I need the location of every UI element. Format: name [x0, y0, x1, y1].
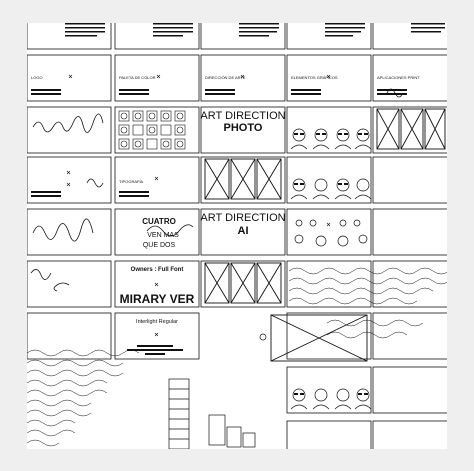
- slide-label-paleta: PALETA DE COLOR: [119, 75, 156, 80]
- slide-crate-frames[interactable]: [372, 106, 447, 154]
- slide-direccion-arte[interactable]: [200, 54, 286, 102]
- slide-signature-large[interactable]: [27, 208, 112, 256]
- slide-card[interactable]: [27, 23, 112, 50]
- slide-illustration[interactable]: [27, 312, 112, 360]
- slide-label-tipografia: TIPOGRAFÍA: [119, 179, 144, 184]
- slide-pattern-dense[interactable]: [286, 260, 372, 308]
- icon-set: [294, 219, 368, 247]
- slide-portraits[interactable]: [286, 156, 372, 204]
- slide-portraits[interactable]: [286, 366, 372, 414]
- cuatro-line-3: QUE DOS: [143, 242, 176, 249]
- slide-cuatro[interactable]: [114, 208, 200, 256]
- slide-pattern-dense[interactable]: [286, 312, 372, 360]
- slide-card[interactable]: [200, 23, 286, 50]
- slide-interlight[interactable]: [114, 312, 200, 360]
- slide-card[interactable]: [372, 312, 447, 360]
- art-direction-ai-subtitle: AI: [238, 225, 249, 237]
- slide-card[interactable]: [372, 23, 447, 50]
- crate-frames: [204, 108, 446, 362]
- owners-font-label: Owners : Full Font: [131, 267, 184, 273]
- portrait-glasses: [294, 133, 368, 395]
- slide-logo[interactable]: [27, 54, 112, 102]
- slide-icons[interactable]: [286, 208, 372, 256]
- slide-logos[interactable]: [372, 420, 447, 449]
- slide-card[interactable]: [27, 156, 112, 204]
- slide-card[interactable]: [114, 23, 200, 50]
- slide-stickers[interactable]: [372, 156, 447, 204]
- slide-aplicaciones-print[interactable]: [372, 54, 447, 102]
- slide-glasses[interactable]: [27, 260, 112, 308]
- mirary-ver-specimen: MIRARY VER: [120, 292, 195, 306]
- slide-pattern-grid[interactable]: [114, 106, 200, 154]
- slide-label-logo: LOGO: [31, 75, 43, 80]
- slide-label-aplicaciones: APLICACIONES PRINT: [377, 75, 420, 80]
- slide-logos[interactable]: [372, 208, 447, 256]
- loose-objects: [168, 333, 267, 449]
- slide-pattern-trail[interactable]: [372, 260, 447, 308]
- slide-paleta[interactable]: [114, 54, 200, 102]
- slide-portraits[interactable]: [286, 106, 372, 154]
- slide-label-direccion: DIRECCIÓN DE ARTE: [205, 75, 246, 80]
- slide-label-elementos: ELEMENTOS GRÁFICOS: [291, 75, 338, 80]
- pattern-grid-tiles: [118, 110, 186, 150]
- slide-signature[interactable]: [27, 106, 112, 154]
- cuatro-line-1: CUATRO: [142, 217, 176, 226]
- slide-crate-frames[interactable]: [200, 260, 286, 308]
- placeholder-markers: [66, 74, 331, 337]
- portrait-illustrations: [290, 128, 372, 410]
- slide-card[interactable]: [286, 23, 372, 50]
- slide-figures[interactable]: [286, 420, 372, 449]
- art-direction-ai-title: ART DIRECTION: [200, 212, 285, 224]
- slide-crate-frames[interactable]: [200, 156, 286, 204]
- slide-tipografia[interactable]: [114, 156, 200, 204]
- signature-scribbles: [30, 88, 404, 292]
- art-direction-photo-subtitle: PHOTO: [224, 122, 263, 134]
- slide-elementos-graficos[interactable]: [286, 54, 372, 102]
- moodboard-canvas: LOGO PALETA DE COLOR DIRECCIÓN DE ARTE E…: [27, 23, 447, 449]
- slide-print-samples[interactable]: [372, 366, 447, 414]
- cuatro-line-2: VEN MAS: [147, 232, 179, 239]
- text-line-blocks: [31, 23, 445, 355]
- interlight-label: Interlight Regular: [136, 319, 178, 325]
- slide-art-direction-photo[interactable]: [200, 106, 286, 154]
- slide-owners-font[interactable]: [114, 260, 200, 308]
- slide-art-direction-ai[interactable]: [200, 208, 286, 256]
- moodboard-sheet: LOGO PALETA DE COLOR DIRECCIÓN DE ARTE E…: [27, 23, 447, 449]
- art-direction-photo-title: ART DIRECTION: [200, 110, 285, 122]
- dense-pattern: [27, 267, 447, 447]
